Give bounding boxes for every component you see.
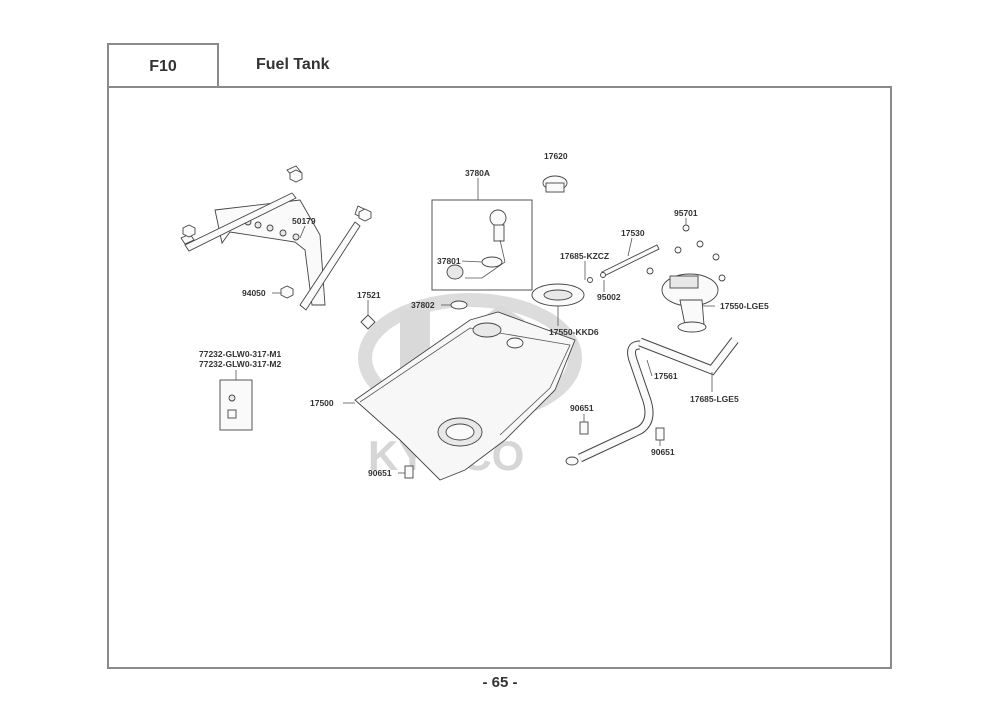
nut-icons bbox=[182, 169, 372, 299]
hose-clip-icon bbox=[655, 427, 665, 441]
key-set-box bbox=[219, 379, 253, 431]
pad-17521 bbox=[360, 314, 376, 330]
section-code: F10 bbox=[149, 57, 177, 75]
part-label: 17685-KZCZ bbox=[560, 251, 609, 261]
seal-plate bbox=[531, 283, 585, 307]
part-label: 90651 bbox=[368, 468, 392, 478]
key-icon bbox=[228, 394, 236, 402]
fuel-unit-box bbox=[431, 199, 533, 291]
clip-17685-kzcz bbox=[587, 277, 593, 283]
part-label: 37801 bbox=[437, 256, 461, 266]
part-label: 17550-LGE5 bbox=[720, 301, 769, 311]
page-title: Fuel Tank bbox=[256, 56, 330, 73]
bolt-icons bbox=[646, 224, 726, 282]
fuel-pump bbox=[661, 273, 719, 333]
page-number: - 65 - bbox=[482, 674, 518, 691]
hose-clip-icon bbox=[404, 465, 414, 479]
fuel-tank bbox=[354, 311, 576, 481]
grommet-37802 bbox=[450, 300, 468, 310]
part-label: 90651 bbox=[570, 403, 594, 413]
part-label: 17550-KKD6 bbox=[549, 327, 599, 337]
part-label: 95701 bbox=[674, 208, 698, 218]
part-label: 50179 bbox=[292, 216, 316, 226]
leader-lines bbox=[235, 178, 715, 474]
tank-bracket bbox=[180, 165, 367, 311]
part-label: 37802 bbox=[411, 300, 435, 310]
part-label: 17620 bbox=[544, 151, 568, 161]
fuel-filler-cap bbox=[542, 175, 568, 193]
clip-95002 bbox=[600, 272, 606, 278]
part-label: 95002 bbox=[597, 292, 621, 302]
part-label: 77232-GLW0-317-M1 bbox=[199, 349, 281, 359]
part-label: 17530 bbox=[621, 228, 645, 238]
part-label: 17500 bbox=[310, 398, 334, 408]
part-label: 94050 bbox=[242, 288, 266, 298]
fuel-hoses bbox=[565, 337, 739, 466]
section-code-box: F10 bbox=[107, 43, 219, 88]
diagram-frame bbox=[107, 86, 892, 669]
part-label: 17685-LGE5 bbox=[690, 394, 739, 404]
part-label: 17561 bbox=[654, 371, 678, 381]
part-label: 3780A bbox=[465, 168, 490, 178]
part-label: 77232-GLW0-317-M2 bbox=[199, 359, 281, 369]
hose-clip-icon bbox=[579, 421, 589, 435]
fuel-unit-sender bbox=[446, 209, 507, 280]
lock-cylinder-icon bbox=[227, 409, 237, 419]
part-label: 90651 bbox=[651, 447, 675, 457]
part-labels: 50179 94050 17521 3780A 37801 37802 1762… bbox=[199, 151, 769, 478]
part-label: 17521 bbox=[357, 290, 381, 300]
